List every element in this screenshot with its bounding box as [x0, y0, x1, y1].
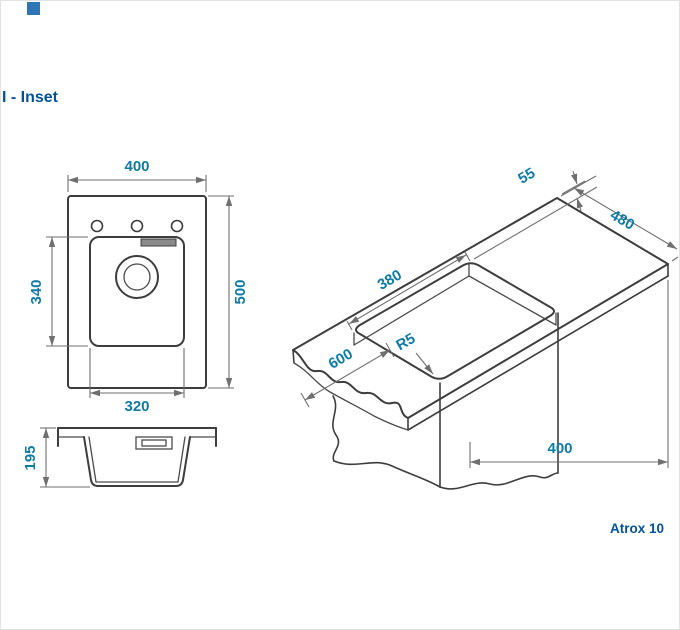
dimension-cabinet-width: 400 — [469, 280, 669, 468]
ext-line — [464, 251, 471, 262]
sink-outer-outline — [67, 195, 207, 389]
top-view: 400 500 340 320 — [28, 158, 249, 415]
dim-label-bowl-height: 195 — [22, 445, 39, 470]
section-view: 195 — [22, 427, 217, 488]
drain-outer-circle — [115, 255, 159, 299]
cabinet-break-left — [332, 395, 340, 462]
dim-line — [348, 254, 467, 325]
worktop-underside-front — [407, 275, 669, 431]
dimension-bowl-width: 320 — [89, 348, 185, 415]
dimension-overall-depth: 500 — [208, 195, 249, 389]
dim-label-edge-gap: 55 — [515, 165, 538, 188]
ext-line — [561, 180, 586, 195]
dimension-bowl-depth: 340 — [28, 236, 88, 347]
dim-arrow — [576, 197, 583, 212]
dim-line — [304, 349, 391, 401]
faucet-hole-left-icon — [90, 219, 104, 233]
page-title: I - Inset — [2, 89, 59, 106]
ext-line — [560, 175, 597, 197]
dim-label-bowl-width: 320 — [124, 398, 149, 415]
iso-view: 380 55 480 R5 600 — [292, 165, 679, 490]
leader-line — [415, 352, 434, 375]
drain-inner-circle — [123, 263, 151, 291]
overflow-box — [135, 436, 173, 450]
dim-line — [573, 187, 678, 250]
dimension-bowl-height: 195 — [22, 427, 90, 488]
dim-label-overall-width: 400 — [124, 158, 149, 175]
dim-label-overall-depth: 500 — [232, 279, 249, 304]
faucet-hole-right-icon — [170, 219, 184, 233]
dim-arrow — [571, 170, 578, 185]
dim-label-bowl-depth: 340 — [28, 279, 45, 304]
overflow-slot — [140, 238, 177, 247]
ext-line — [671, 256, 679, 262]
bowl-outline — [89, 236, 185, 347]
dim-label-cabinet-width: 400 — [547, 440, 572, 457]
dimension-overall-width: 400 — [67, 158, 207, 192]
bowl-inner-profile — [88, 436, 186, 483]
product-label: Atrox 10 — [610, 521, 664, 536]
faucet-hole-center-icon — [130, 219, 144, 233]
bowl-inner-right-edge — [468, 275, 557, 326]
cabinet-break-bottom-left — [333, 460, 441, 488]
ext-line — [346, 320, 353, 331]
bowl-break-bottom — [439, 472, 559, 490]
logo-mark-square — [27, 2, 40, 15]
worktop-edge-left — [292, 349, 295, 364]
bowl-outer-profile — [83, 436, 191, 487]
overflow-box-inner — [141, 439, 167, 447]
